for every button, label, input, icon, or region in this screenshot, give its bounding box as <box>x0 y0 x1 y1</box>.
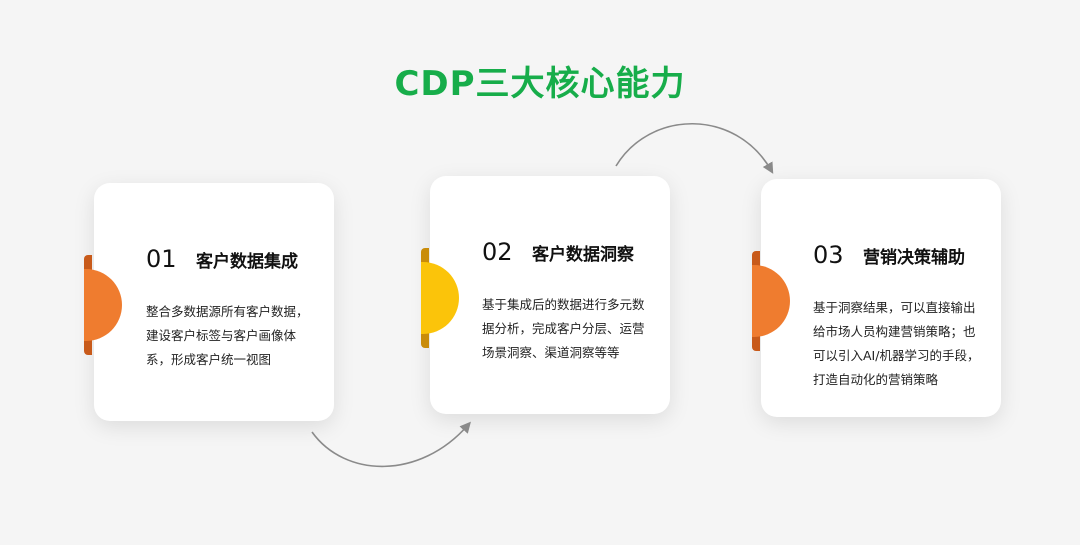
yellow-half-circle-marker <box>421 248 461 348</box>
card-number: 01 <box>146 245 177 273</box>
card-heading: 营销决策辅助 <box>863 248 965 268</box>
orange-half-circle-marker <box>752 251 792 351</box>
card-marketing-decision-support: 03 营销决策辅助 基于洞察结果，可以直接输出给市场人员构建营销策略；也可以引入… <box>761 179 1001 417</box>
page-title: CDP三大核心能力 <box>394 64 686 104</box>
card-number: 02 <box>482 238 513 266</box>
arrow-card2-to-card3 <box>615 123 774 174</box>
card-number: 03 <box>813 241 844 269</box>
orange-half-circle-marker <box>84 255 124 355</box>
card-customer-data-integration: 01 客户数据集成 整合多数据源所有客户数据，建设客户标签与客户画像体系，形成客… <box>94 183 334 421</box>
card-description: 基于集成后的数据进行多元数据分析，完成客户分层、运营场景洞察、渠道洞察等等 <box>482 297 645 360</box>
card-heading: 客户数据集成 <box>196 252 298 272</box>
card-customer-data-insight: 02 客户数据洞察 基于集成后的数据进行多元数据分析，完成客户分层、运营场景洞察… <box>430 176 670 414</box>
card-description: 整合多数据源所有客户数据，建设客户标签与客户画像体系，形成客户统一视图 <box>146 304 309 367</box>
card-heading: 客户数据洞察 <box>532 245 634 265</box>
arrow-card1-to-card2 <box>311 421 471 468</box>
card-description: 基于洞察结果，可以直接输出给市场人员构建营销策略；也可以引入AI/机器学习的手段… <box>813 300 980 387</box>
